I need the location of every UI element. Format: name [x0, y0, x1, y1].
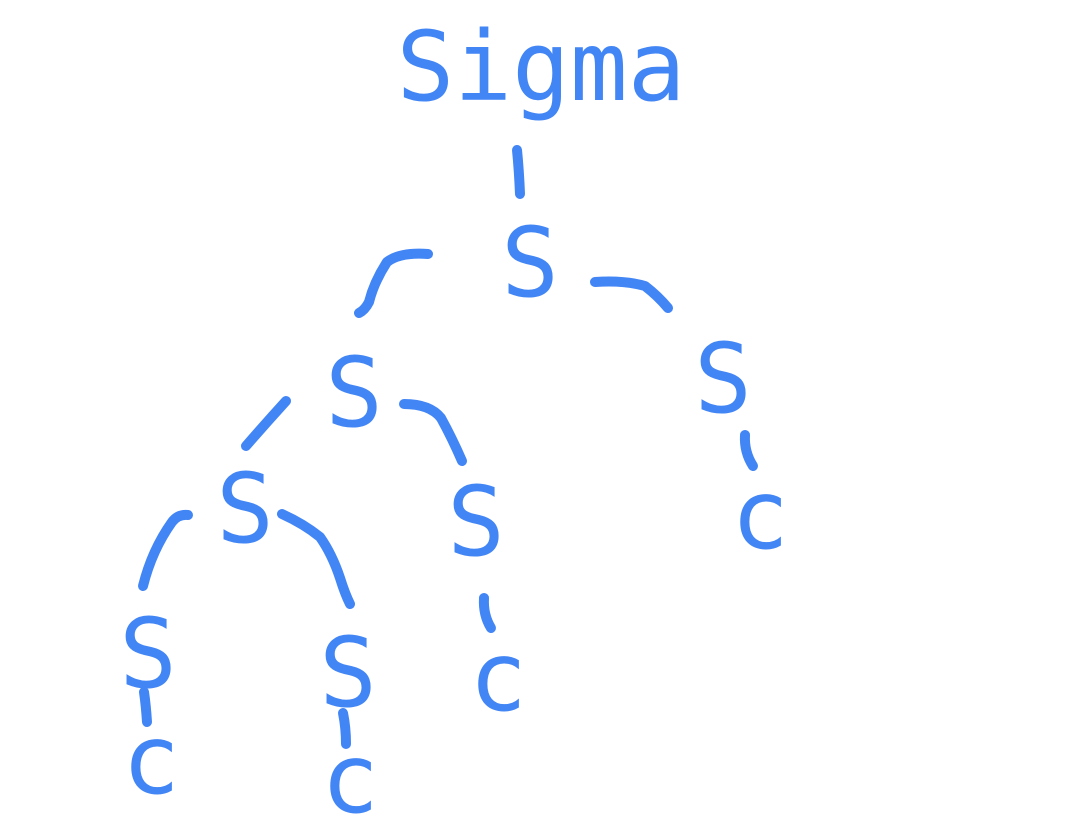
edge-root-s1 [512, 145, 525, 199]
edge-s5-c2 [478, 593, 496, 633]
edge-s1-s3 [590, 276, 673, 313]
node-s3-label: S [694, 323, 752, 435]
edge-s4-s6 [138, 509, 193, 591]
node-root-label: Sigma [397, 11, 686, 123]
edge-s1-s2 [354, 248, 433, 318]
node-s2-label: S [325, 337, 383, 449]
edge-s2-s5 [399, 399, 467, 466]
edge-s6-c3 [139, 687, 152, 727]
edge-s3-c1 [739, 430, 758, 471]
node-c1-label: c [731, 459, 789, 571]
node-c2-label: c [469, 621, 527, 733]
node-s6-label: S [119, 598, 177, 710]
node-c3-label: c [122, 704, 180, 816]
edge-s2-s4 [241, 396, 291, 451]
node-s7-label: S [319, 617, 377, 729]
edge-s7-c4 [338, 708, 351, 749]
edge-s4-s7 [277, 509, 355, 609]
node-c4-label: c [321, 723, 379, 816]
node-s5-label: S [447, 466, 505, 578]
tree-edges [138, 145, 758, 749]
node-s4-label: S [216, 453, 274, 565]
node-s1-label: S [501, 207, 559, 319]
tree-nodes: Sigma S S S S S c S S c c c [119, 11, 789, 816]
